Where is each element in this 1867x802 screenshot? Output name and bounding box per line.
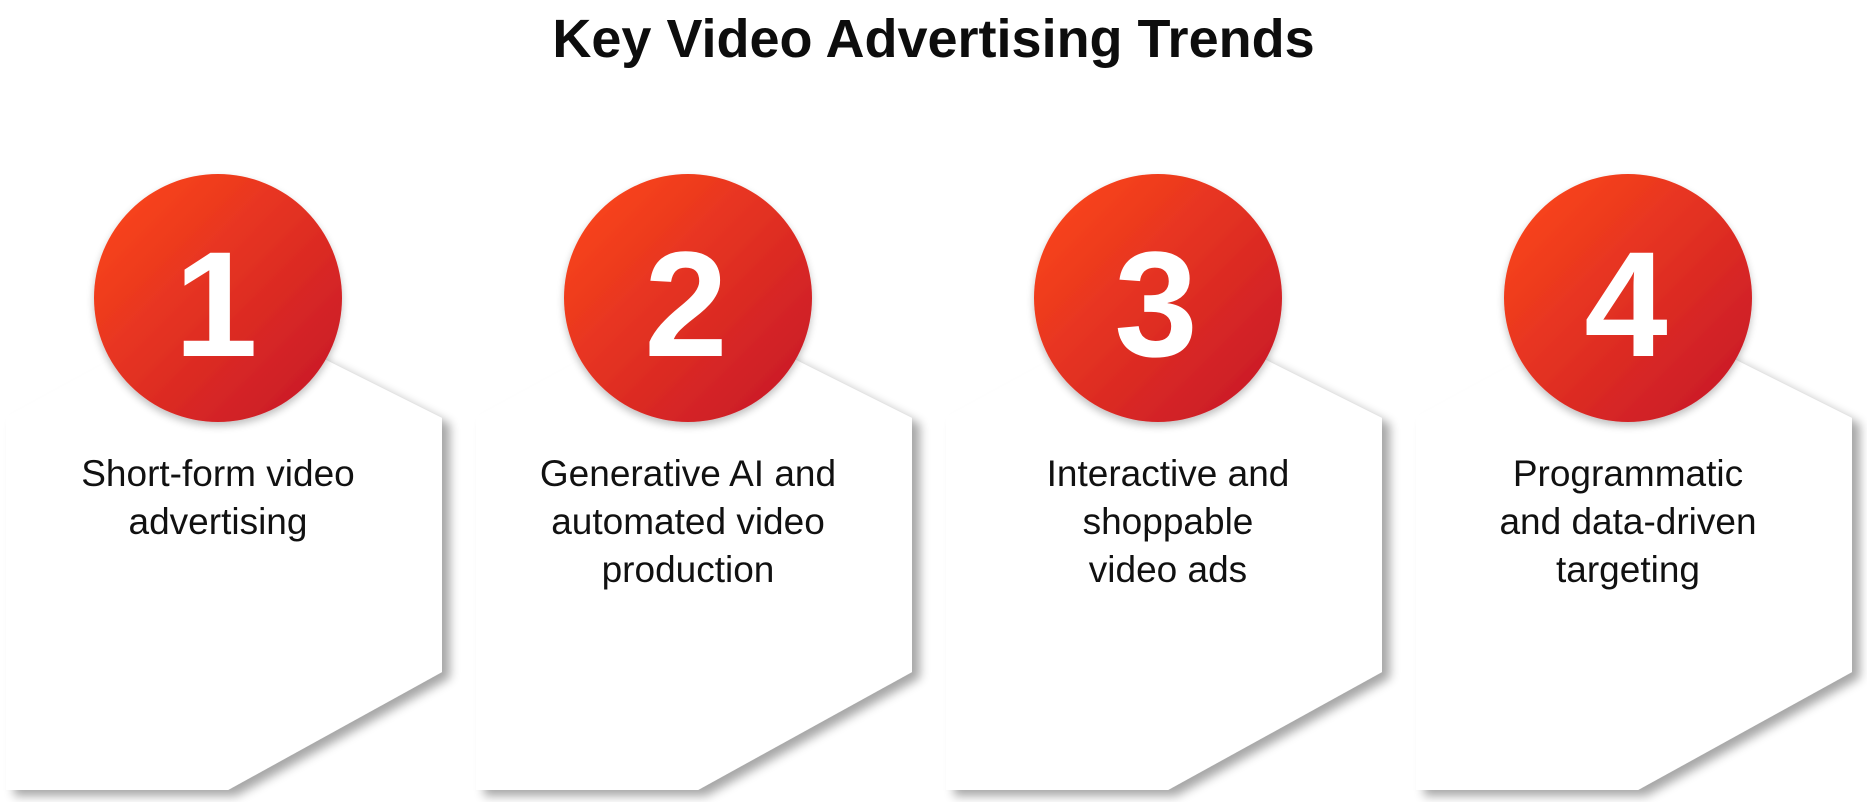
trend-card-1: 1	[6, 174, 442, 790]
number-badge	[1504, 174, 1752, 422]
number-badge	[94, 174, 342, 422]
trend-label-line: Short-form video	[81, 453, 355, 494]
step-number: 1	[174, 220, 257, 388]
card-shape	[1416, 354, 1852, 790]
page-title: Key Video Advertising Trends	[552, 9, 1315, 69]
trend-label-line: production	[601, 549, 775, 590]
step-number: 3	[1114, 220, 1197, 388]
trend-label-line: targeting	[1556, 549, 1700, 590]
trend-label-line: advertising	[128, 501, 308, 542]
card-shape	[946, 354, 1382, 790]
trend-card-3: 3	[946, 174, 1382, 790]
trend-label-line: automated video	[551, 501, 825, 542]
trend-label: Generative AI and automated video producti…	[523, 450, 853, 594]
card-shape	[476, 354, 912, 790]
trend-label: Programmatic and data-driven targeting	[1463, 450, 1793, 594]
card-shape	[6, 354, 442, 790]
trend-label-line: Interactive and	[1046, 453, 1290, 494]
step-number: 2	[644, 220, 727, 388]
trend-label-line: video ads	[1088, 549, 1248, 590]
trend-label-line: Generative AI and	[539, 453, 837, 494]
trend-label-line: Programmatic	[1512, 453, 1744, 494]
trend-card-4: 4	[1416, 174, 1852, 790]
trend-label: Interactive and shoppable video ads	[1003, 450, 1333, 594]
trend-label-line: shoppable	[1082, 501, 1254, 542]
trend-label-line: and data-driven	[1499, 501, 1757, 542]
trend-label: Short-form video advertising	[53, 450, 383, 546]
number-badge	[1034, 174, 1282, 422]
number-badge	[564, 174, 812, 422]
step-number: 4	[1584, 220, 1667, 388]
trend-card-2: 2	[476, 174, 912, 790]
